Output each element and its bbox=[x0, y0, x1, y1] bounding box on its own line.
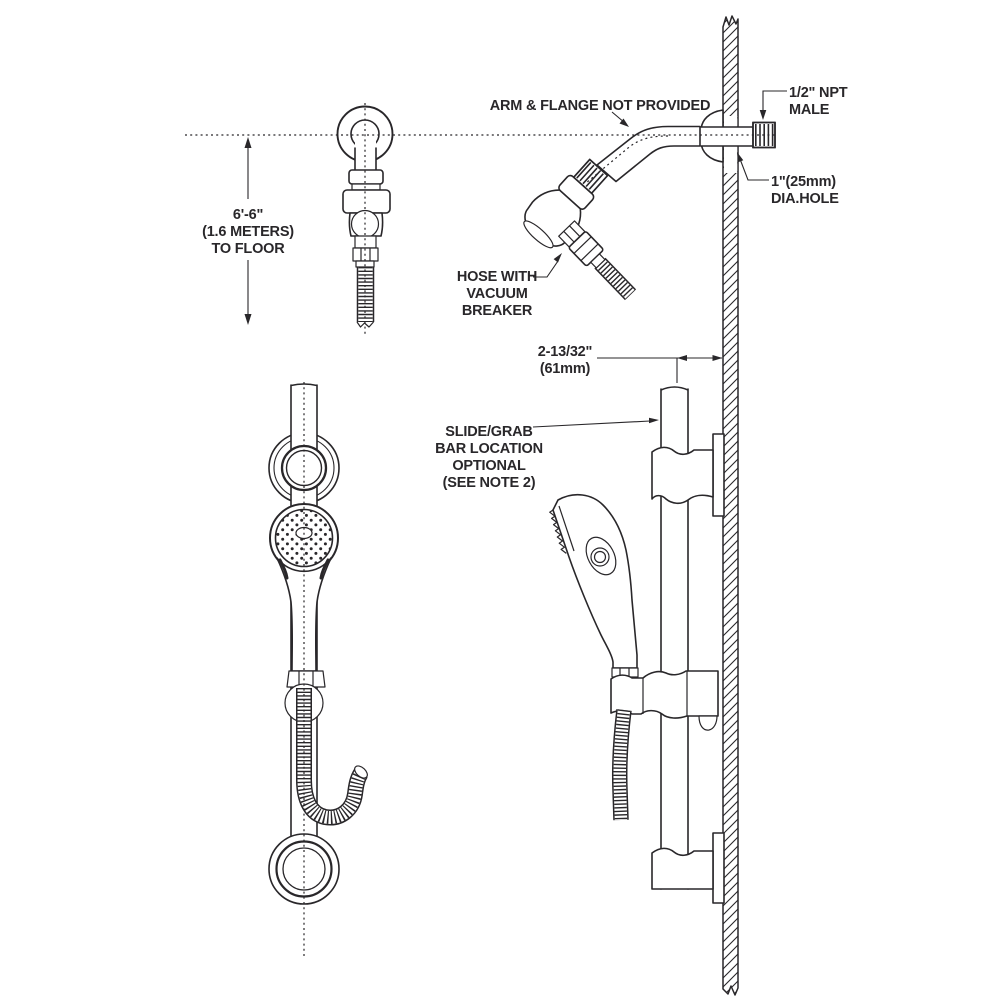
leader-arm-flange bbox=[611, 111, 629, 127]
hand-shower-side bbox=[549, 493, 639, 678]
slide-bar-front-view bbox=[268, 382, 368, 956]
outlet-cylinder bbox=[354, 235, 377, 249]
mode-button bbox=[593, 550, 607, 564]
label-slide-bar-line3: OPTIONAL bbox=[452, 458, 526, 474]
bar-offset-dimension bbox=[597, 355, 723, 383]
hose-front-bottom bbox=[296, 688, 368, 826]
label-hose-line3: BREAKER bbox=[462, 303, 533, 319]
hand-shower-head-docked bbox=[523, 158, 609, 249]
top-bracket bbox=[651, 446, 714, 505]
dim-height-line2: (1.6 METERS) bbox=[202, 224, 294, 240]
thin-band bbox=[351, 183, 381, 191]
breaker-neck bbox=[590, 253, 606, 269]
leader-npt bbox=[759, 90, 787, 120]
hand-shower-front bbox=[269, 503, 339, 723]
dim-height-line3: TO FLOOR bbox=[211, 241, 285, 257]
top-bracket-wall-plate bbox=[712, 433, 725, 517]
arm-pipe-lines bbox=[700, 126, 754, 147]
label-hose-line1: HOSE WITH bbox=[457, 269, 537, 285]
wall-section bbox=[722, 15, 739, 996]
height-dimension bbox=[244, 137, 252, 325]
dim-bar-offset-line1: 2-13/32" bbox=[538, 344, 592, 360]
hose-upper bbox=[594, 257, 637, 301]
label-npt-line1: 1/2" NPT bbox=[789, 85, 848, 101]
label-arm-flange-note: ARM & FLANGE NOT PROVIDED bbox=[490, 98, 711, 114]
head-profile bbox=[552, 493, 638, 669]
dim-height-line1: 6'-6" bbox=[233, 207, 263, 223]
face-rim-line bbox=[558, 505, 575, 552]
handle-hex-nut bbox=[286, 670, 326, 688]
slide-bar-side-view bbox=[549, 386, 725, 904]
label-slide-bar-line4: (SEE NOTE 2) bbox=[443, 475, 536, 491]
head-face bbox=[523, 220, 554, 249]
mount-body bbox=[342, 189, 391, 214]
leader-hose bbox=[533, 253, 562, 278]
label-npt-line2: MALE bbox=[789, 102, 830, 118]
annotations: ARM & FLANGE NOT PROVIDED 1/2" NPT MALE … bbox=[202, 85, 848, 491]
bottom-bracket bbox=[651, 847, 714, 890]
hose-side-bottom bbox=[612, 709, 632, 821]
coupling-ring bbox=[348, 169, 384, 185]
label-slide-bar-line2: BAR LOCATION bbox=[435, 441, 543, 457]
shower-arm-side-view bbox=[523, 109, 776, 301]
shower-arm-front-view bbox=[336, 103, 394, 337]
handle bbox=[276, 557, 332, 672]
wall-body bbox=[722, 15, 739, 996]
arm-pipe-through-wall bbox=[700, 127, 753, 146]
shower-arm-bend bbox=[596, 125, 701, 183]
leader-slide-bar bbox=[532, 417, 659, 428]
leader-dia-hole bbox=[737, 152, 769, 181]
dim-bar-offset-line2: (61mm) bbox=[540, 361, 591, 377]
label-slide-bar-line1: SLIDE/GRAB bbox=[445, 424, 532, 440]
label-dia-hole-line2: DIA.HOLE bbox=[771, 191, 839, 207]
handle-shadow-right bbox=[319, 558, 330, 580]
vacuum-breaker-assembly bbox=[558, 220, 637, 301]
spray-teeth bbox=[549, 509, 567, 554]
arm-axis-centerline bbox=[585, 135, 669, 184]
bottom-bracket-wall-plate bbox=[712, 832, 725, 904]
top-ring-outer bbox=[280, 444, 328, 492]
label-hose-line2: VACUUM bbox=[466, 286, 527, 302]
label-dia-hole-line1: 1"(25mm) bbox=[771, 174, 836, 190]
handle-shadow-left bbox=[278, 558, 289, 580]
holder-release-lever bbox=[698, 715, 718, 731]
hose-open-end bbox=[354, 765, 368, 779]
